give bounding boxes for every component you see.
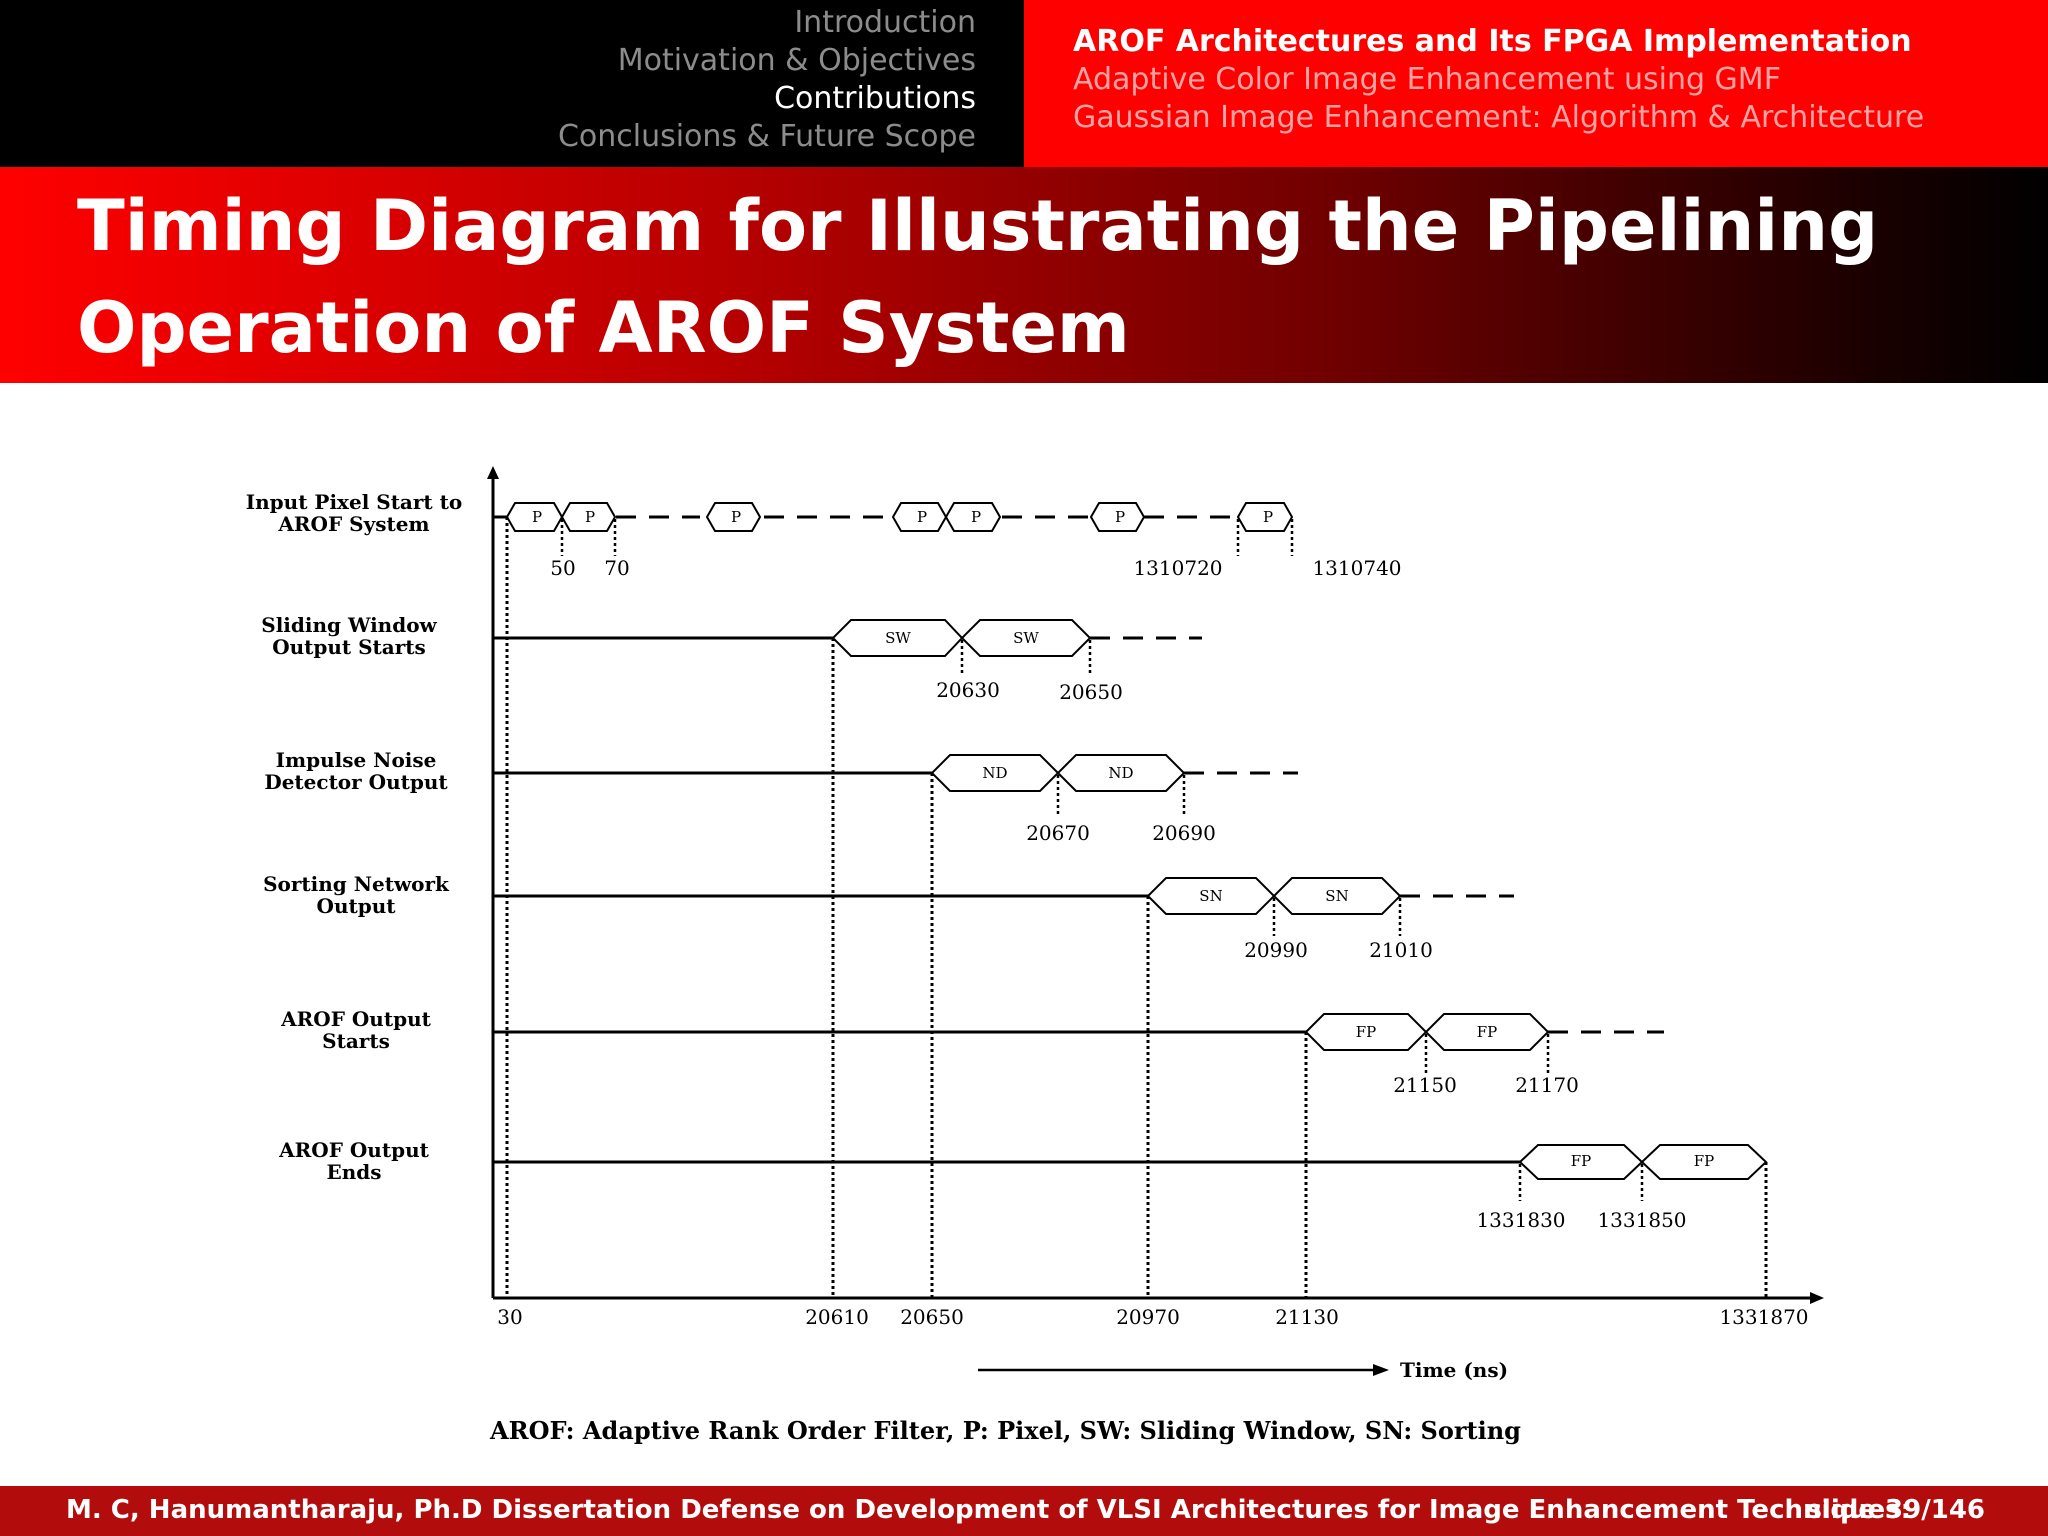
signal-label-noise-detector-l2: Detector Output: [264, 770, 448, 794]
fp-box-label: FP: [1571, 1152, 1592, 1170]
axis-tick-label: 20610: [805, 1305, 869, 1329]
nav-section-contributions[interactable]: Contributions: [774, 81, 976, 116]
time-arrow-head: [1373, 1364, 1389, 1376]
axis-tick-label: 1331870: [1719, 1305, 1808, 1329]
tick-label: 1331850: [1597, 1208, 1686, 1232]
sw-box-label: SW: [885, 629, 911, 647]
tick-label: 21150: [1393, 1073, 1457, 1097]
signal-label-sorting-l2: Output: [317, 894, 397, 918]
signal-label-input-pixel-l1: Input Pixel Start to: [246, 490, 462, 514]
nd-box-label: ND: [982, 764, 1007, 782]
nav-subsection-gaussian[interactable]: Gaussian Image Enhancement: Algorithm & …: [1073, 100, 1925, 135]
fp-box-label: FP: [1477, 1023, 1498, 1041]
tick-label: 20670: [1026, 821, 1090, 845]
page-title-line-1: Timing Diagram for Illustrating the Pipe…: [77, 185, 1879, 267]
signal-label-output-ends-l1: AROF Output: [278, 1138, 429, 1162]
section-navigation: Introduction Motivation & Objectives Con…: [0, 0, 1024, 167]
timing-diagram: Input Pixel Start to AROF System Sliding…: [246, 466, 1824, 1445]
tick-label: 21170: [1515, 1073, 1579, 1097]
tick-label: 20630: [936, 678, 1000, 702]
signal-sorting-network: [493, 877, 1514, 936]
signal-label-input-pixel-l2: AROF System: [277, 512, 429, 536]
axis-tick-label: 30: [497, 1305, 522, 1329]
x-axis-arrow: [1810, 1292, 1824, 1304]
signal-label-sliding-window-l2: Output Starts: [272, 635, 426, 659]
slide-number: slide 39/146: [1806, 1495, 1985, 1525]
tick-label: 1310720: [1133, 556, 1222, 580]
pixel-boxes: [505, 502, 1294, 532]
pixel-box-label: P: [971, 508, 981, 526]
signal-label-sliding-window-l1: Sliding Window: [261, 613, 437, 637]
diagram-geometry: [487, 466, 1824, 1376]
time-axis-label: Time (ns): [1400, 1358, 1508, 1382]
signal-label-noise-detector-l1: Impulse Noise: [276, 748, 437, 772]
signal-label-sorting-l1: Sorting Network: [263, 872, 450, 896]
tick-label: 70: [604, 556, 629, 580]
tick-label: 1310740: [1312, 556, 1401, 580]
tick-label: 20650: [1059, 680, 1123, 704]
y-axis-arrow: [487, 466, 499, 479]
tick-label: 20690: [1152, 821, 1216, 845]
pixel-box-label: P: [1263, 508, 1273, 526]
subsection-navigation: AROF Architectures and Its FPGA Implemen…: [1024, 0, 2048, 167]
diagram-caption: AROF: Adaptive Rank Order Filter, P: Pix…: [489, 1416, 1521, 1445]
signal-arof-output-ends: [493, 1144, 1768, 1201]
signal-label-output-starts-l1: AROF Output: [280, 1007, 431, 1031]
axis-tick-label: 20650: [900, 1305, 964, 1329]
footer: M. C, Hanumantharaju, Ph.D Dissertation …: [0, 1486, 2048, 1536]
pixel-box-label: P: [731, 508, 741, 526]
signal-label-output-starts-l2: Starts: [322, 1029, 390, 1053]
pixel-box-label: P: [532, 508, 542, 526]
sw-box-label: SW: [1013, 629, 1039, 647]
nav-subsection-gmf[interactable]: Adaptive Color Image Enhancement using G…: [1073, 62, 1781, 97]
pixel-box-label: P: [917, 508, 927, 526]
sn-box-label: SN: [1199, 887, 1222, 905]
nav-subsection-arof[interactable]: AROF Architectures and Its FPGA Implemen…: [1073, 24, 1912, 59]
footer-text: M. C, Hanumantharaju, Ph.D Dissertation …: [66, 1495, 1912, 1525]
axis-tick-label: 20970: [1116, 1305, 1180, 1329]
tick-label: 1331830: [1476, 1208, 1565, 1232]
fp-box-label: FP: [1694, 1152, 1715, 1170]
tick-label: 50: [550, 556, 575, 580]
guide-lines: [505, 517, 1768, 1298]
nd-box-label: ND: [1108, 764, 1133, 782]
title-bar: Timing Diagram for Illustrating the Pipe…: [0, 167, 2048, 383]
signal-arof-output-starts: [493, 1013, 1664, 1073]
nav-section-introduction[interactable]: Introduction: [794, 5, 976, 40]
signal-label-output-ends-l2: Ends: [326, 1160, 381, 1184]
nav-section-conclusions[interactable]: Conclusions & Future Scope: [557, 119, 976, 154]
nav-section-motivation[interactable]: Motivation & Objectives: [617, 43, 976, 78]
signal-input-pixel: [493, 515, 1294, 556]
pixel-box-label: P: [585, 508, 595, 526]
signal-sliding-window: [493, 619, 1202, 675]
tick-label: 21010: [1369, 938, 1433, 962]
axis-tick-label: 21130: [1275, 1305, 1339, 1329]
pixel-box-label: P: [1115, 508, 1125, 526]
page-title-line-2: Operation of AROF System: [77, 287, 1130, 369]
fp-box-label: FP: [1356, 1023, 1377, 1041]
signal-noise-detector: [493, 754, 1298, 816]
tick-label: 20990: [1244, 938, 1308, 962]
sn-box-label: SN: [1325, 887, 1348, 905]
